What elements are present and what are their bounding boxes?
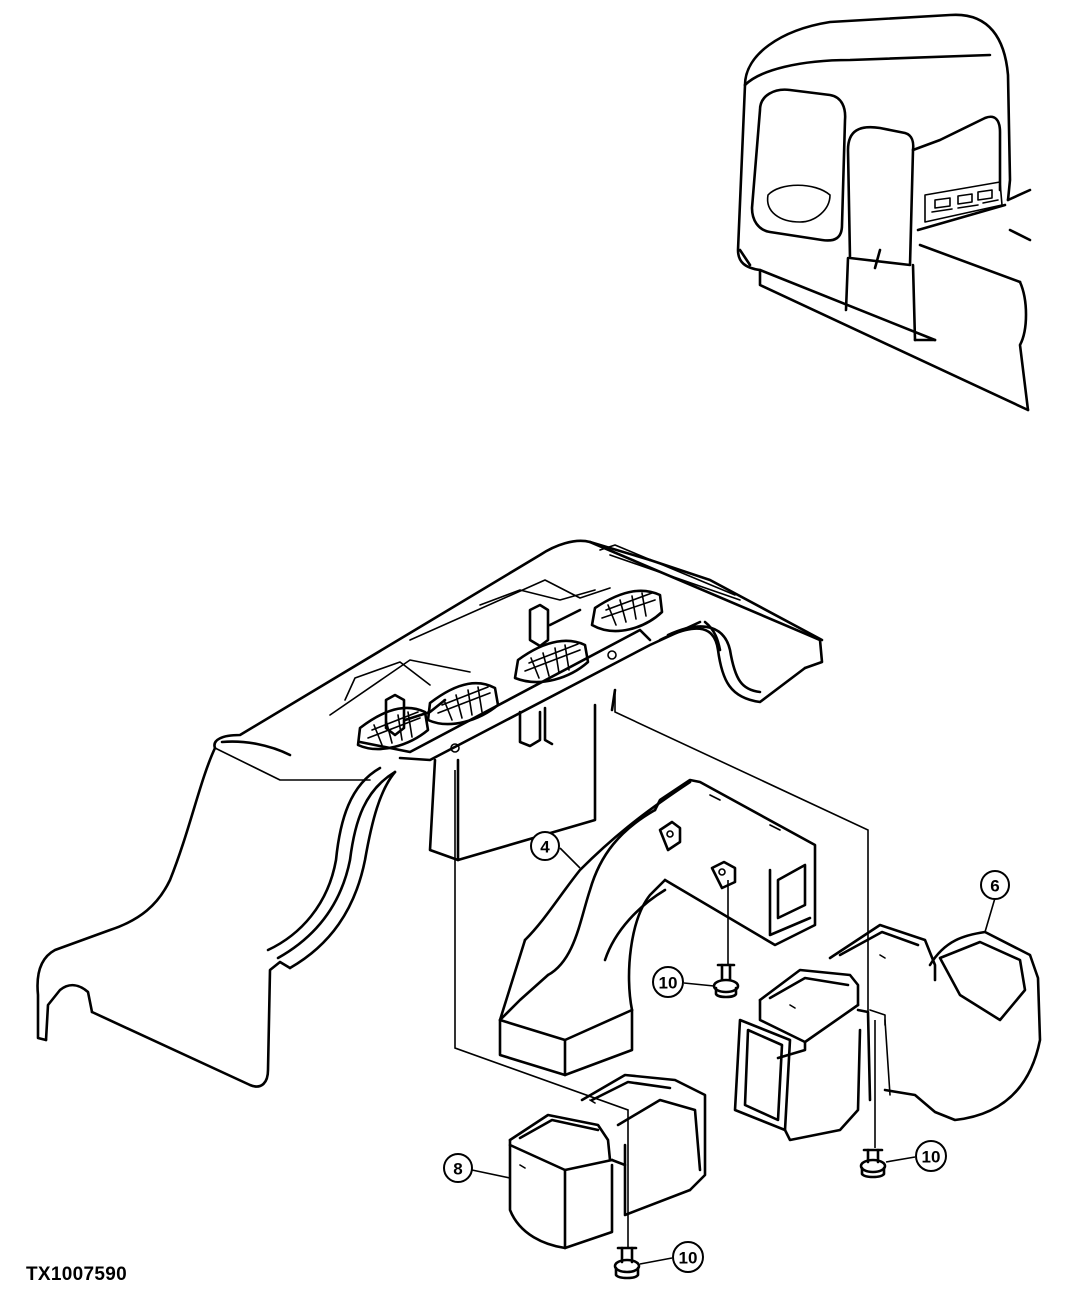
vent-grille-4 — [590, 589, 664, 633]
callout-10-upper-label: 10 — [659, 974, 678, 993]
callout-10-lower-label: 10 — [679, 1249, 698, 1268]
screw-10-right — [859, 1148, 887, 1179]
callout-8-label: 8 — [453, 1160, 462, 1179]
air-duct-4 — [498, 778, 817, 1077]
screw-10-upper — [712, 963, 740, 999]
callout-10-lower: 10 — [639, 1241, 704, 1273]
callout-10-upper: 10 — [652, 966, 715, 998]
callout-8: 8 — [443, 1153, 511, 1183]
vent-grille-2 — [426, 681, 500, 726]
screw-10-lower — [613, 1246, 641, 1280]
callout-10-right-label: 10 — [922, 1148, 941, 1167]
callout-4-label: 4 — [540, 838, 550, 857]
alignment-lines — [454, 690, 876, 1248]
figure-reference-code: TX1007590 — [26, 1264, 127, 1285]
callout-10-right: 10 — [885, 1140, 947, 1172]
cab-overview-illustration — [736, 13, 1032, 412]
console-housing — [36, 539, 824, 1088]
callout-4: 4 — [530, 831, 581, 869]
air-duct-8 — [508, 1073, 707, 1250]
air-duct-6 — [733, 923, 1042, 1142]
vent-grille-1 — [356, 706, 430, 751]
vent-grille-3 — [513, 639, 590, 684]
callout-6-label: 6 — [990, 877, 999, 896]
callout-6: 6 — [980, 870, 1010, 933]
